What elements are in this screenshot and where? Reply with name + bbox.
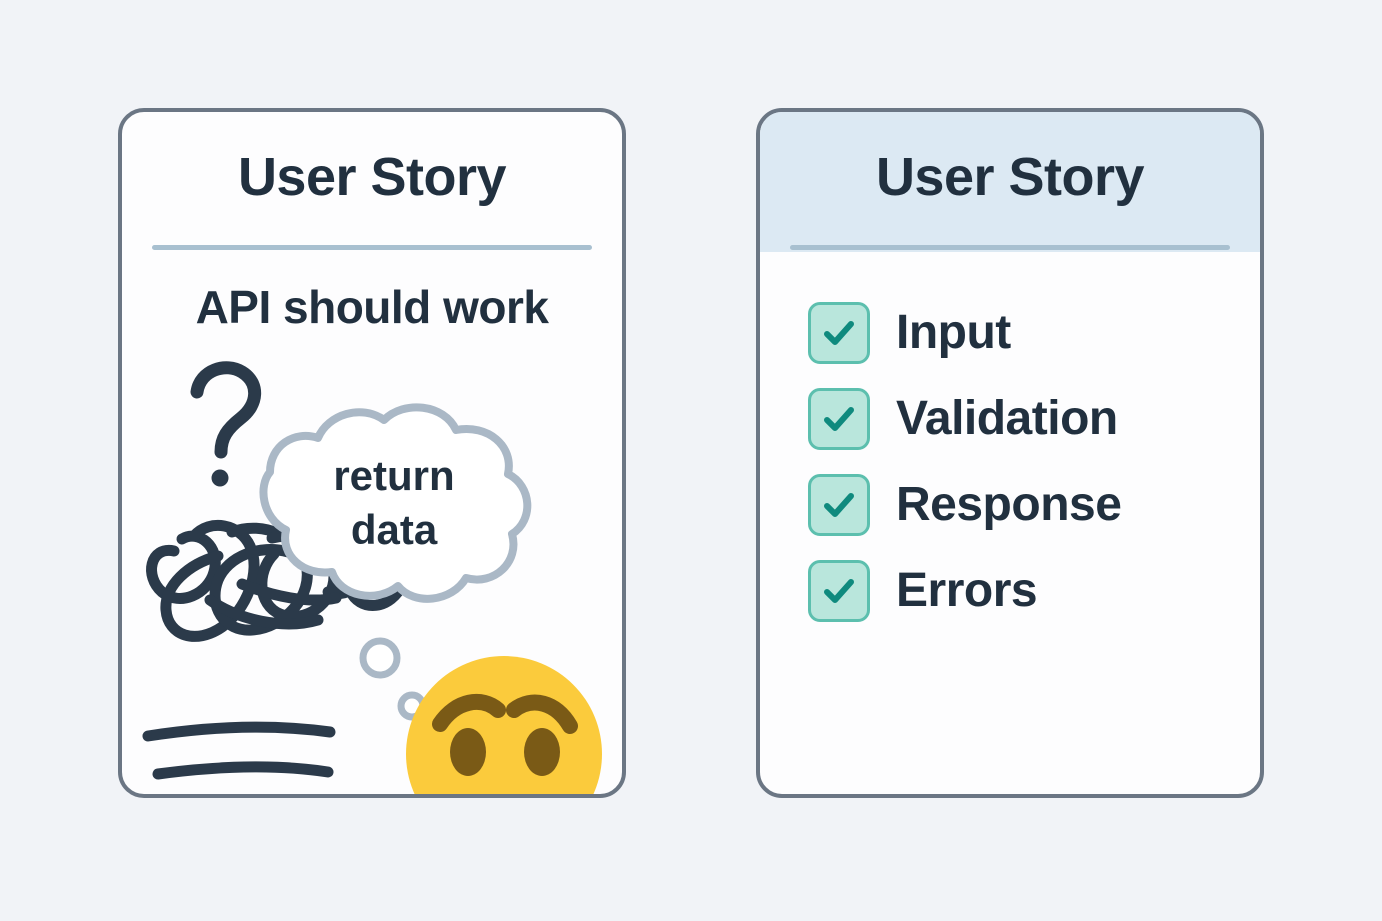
checklist-label: Response [896,478,1122,531]
left-card-subtitle: API should work [195,281,549,333]
question-mark-icon [190,361,262,459]
emoji-eye-right [524,728,560,776]
thought-bubble-line-2: data [351,506,438,553]
left-card-divider [152,245,592,250]
checkbox-checked-icon[interactable] [808,388,870,450]
left-card-header: User Story [122,112,622,252]
straight-line-2 [152,761,334,780]
checklist-item-errors[interactable]: Errors [808,548,1236,634]
checkbox-checked-icon[interactable] [808,302,870,364]
checklist-item-validation[interactable]: Validation [808,376,1236,462]
worried-face-emoji-icon [406,656,602,794]
checkbox-checked-icon[interactable] [808,560,870,622]
checkmark-icon [824,493,854,517]
checklist-item-input[interactable]: Input [808,290,1236,376]
right-card-header: User Story [760,112,1260,252]
checkmark-icon [824,321,854,345]
checkbox-checked-icon[interactable] [808,474,870,536]
right-card-title: User Story [875,147,1145,207]
straight-line-1 [142,721,336,742]
checklist-label: Input [896,306,1011,359]
acceptance-criteria-checklist: Input Validation Response [808,290,1236,634]
right-card-divider [790,245,1230,250]
left-card-title: User Story [237,147,507,207]
thought-bubble-line-1: return [333,452,454,499]
thought-bubble-icon [259,403,532,603]
checklist-label: Validation [896,392,1118,445]
thought-bubble-small-circle-1 [359,637,401,679]
emoji-eyebrow-right [506,694,578,734]
checkmark-icon [824,407,854,431]
checklist-item-response[interactable]: Response [808,462,1236,548]
emoji-eyebrow-left [432,694,506,732]
checklist-label: Errors [896,564,1038,617]
vague-user-story-card: User Story API should work [118,108,626,798]
emoji-eye-left [450,728,486,776]
scribbled-lines-icon [142,721,336,780]
sketch-group: return data [142,361,602,794]
checkmark-icon [824,579,854,603]
clear-user-story-card: User Story Input Validation [756,108,1264,798]
question-mark-dot-icon [211,469,229,487]
